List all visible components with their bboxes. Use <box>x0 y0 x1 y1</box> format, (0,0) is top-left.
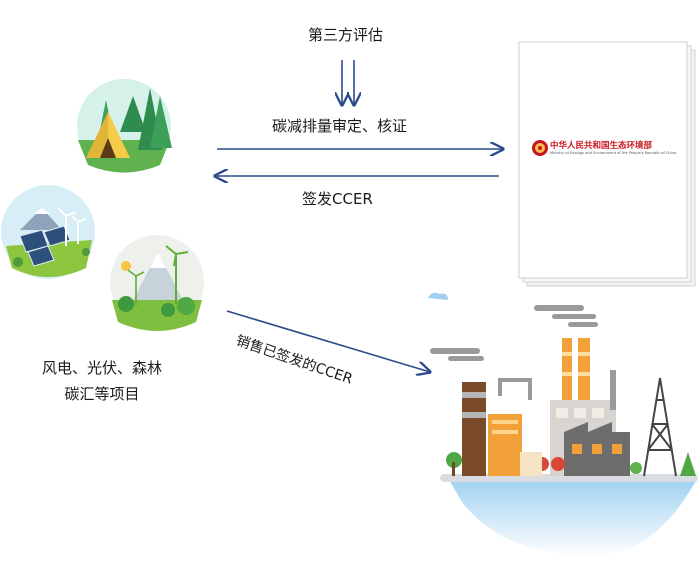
third-party-assessment-label: 第三方评估 <box>308 26 384 44</box>
issue-ccer-label: 签发CCER <box>302 190 373 208</box>
third-party-down-arrows <box>342 60 354 105</box>
ministry-name: 中华人民共和国生态环境部 <box>550 141 653 151</box>
verification-label: 碳减排量审定、核证 <box>272 117 408 135</box>
sale-arrow <box>226 310 430 372</box>
projects-caption-line1: 风电、光伏、森林 <box>41 359 162 377</box>
forest-project-icon <box>77 79 172 173</box>
projects-caption-line2: 碳汇等项目 <box>64 385 140 403</box>
ministry-document <box>518 41 696 287</box>
ministry-name-english: Ministry of Ecology and Environment of t… <box>550 151 677 155</box>
ministry-seal-icon <box>532 140 548 156</box>
factory-island-icon <box>428 292 698 557</box>
wind-forest-project-icon <box>110 235 204 331</box>
projects-caption: 风电、光伏、森林 碳汇等项目 <box>22 355 182 407</box>
solar-wind-project-icon <box>1 185 95 279</box>
